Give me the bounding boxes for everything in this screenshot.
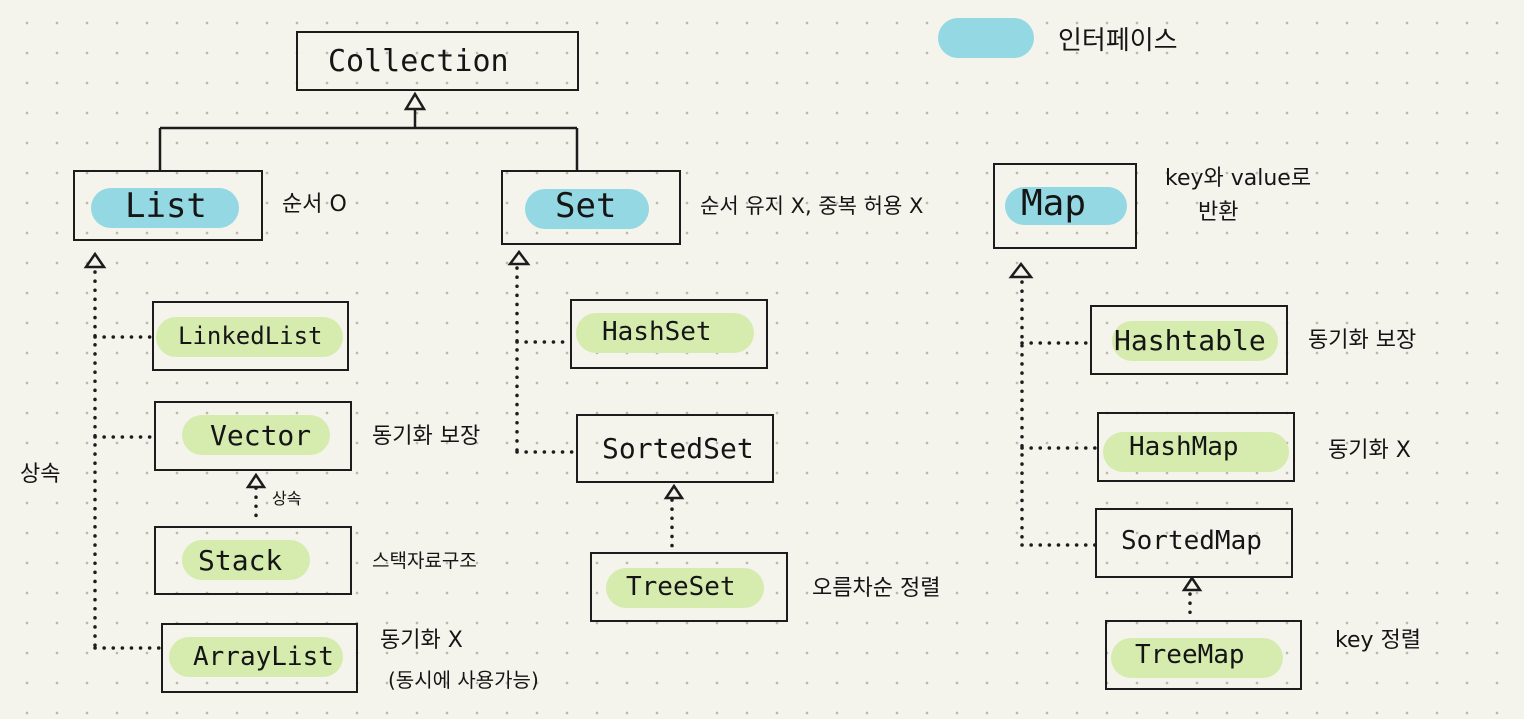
- linkedlist-highlight: [156, 317, 343, 357]
- map-label: Map: [1021, 183, 1087, 224]
- map-note-line2: 반환: [1198, 200, 1239, 225]
- vector-highlight: [182, 415, 330, 455]
- set-label: Set: [555, 186, 617, 226]
- hashset-label: HashSet: [602, 317, 712, 347]
- list-note: 순서 O: [282, 192, 347, 217]
- hashset-highlight: [576, 313, 754, 353]
- treeset-label: TreeSet: [626, 572, 736, 602]
- hashmap-label: HashMap: [1129, 432, 1239, 462]
- arraylist-note-line1: 동기화 X: [380, 628, 463, 653]
- stack-arrowhead: [245, 472, 267, 489]
- set-highlight: [525, 189, 649, 229]
- set-arrowhead: [507, 249, 531, 266]
- list-arrowhead: [83, 251, 107, 269]
- arraylist-node: ArrayList: [161, 623, 358, 693]
- legend-swatch: [938, 18, 1034, 58]
- stack-inherit-note: 상속: [272, 489, 302, 508]
- treemap-label: TreeMap: [1135, 640, 1245, 670]
- treemap-highlight: [1111, 638, 1283, 678]
- hashmap-highlight: [1103, 432, 1289, 472]
- stack-highlight: [182, 540, 310, 580]
- hashtable-label: Hashtable: [1114, 324, 1266, 357]
- map-note-line1: key와 value로: [1165, 166, 1312, 191]
- treemap-node: TreeMap: [1105, 620, 1302, 690]
- collection-node: Collection: [296, 31, 579, 91]
- treeset-arrowhead: [663, 483, 685, 500]
- sortedset-node: SortedSet: [576, 414, 774, 483]
- treemap-note: key 정렬: [1335, 628, 1421, 653]
- treeset-node: TreeSet: [590, 552, 788, 622]
- map-arrowhead: [1008, 261, 1034, 279]
- stack-node: Stack: [154, 526, 352, 595]
- list-highlight: [91, 188, 239, 228]
- map-highlight: [1005, 187, 1127, 225]
- treemap-arrowhead: [1181, 575, 1203, 592]
- treeset-note: 오름차순 정렬: [812, 576, 941, 601]
- linkedlist-label: LinkedList: [178, 322, 323, 350]
- legend-label: 인터페이스: [1058, 26, 1178, 56]
- vector-note: 동기화 보장: [372, 424, 481, 449]
- linkedlist-node: LinkedList: [152, 301, 349, 371]
- map-node: Map: [993, 163, 1137, 249]
- set-node: Set: [501, 170, 681, 245]
- arraylist-highlight: [169, 637, 343, 677]
- collection-label: Collection: [328, 44, 509, 79]
- arraylist-note-line2: (동시에 사용가능): [388, 668, 539, 692]
- collection-arrowhead: [403, 91, 427, 111]
- treeset-highlight: [606, 568, 764, 608]
- sortedset-label: SortedSet: [602, 432, 754, 465]
- arraylist-label: ArrayList: [193, 642, 334, 672]
- set-note: 순서 유지 X, 중복 허용 X: [700, 194, 924, 218]
- list-inherit-note: 상속: [20, 462, 61, 487]
- vector-node: Vector: [154, 401, 352, 471]
- vector-label: Vector: [210, 419, 312, 452]
- hashtable-node: Hashtable: [1090, 305, 1288, 375]
- list-node: List: [73, 170, 263, 241]
- sortedmap-node: SortedMap: [1095, 508, 1293, 578]
- hashset-node: HashSet: [570, 299, 768, 369]
- hashtable-highlight: [1112, 321, 1278, 361]
- hashmap-note: 동기화 X: [1328, 438, 1411, 463]
- stack-label: Stack: [198, 544, 283, 577]
- sortedmap-label: SortedMap: [1121, 526, 1262, 556]
- hashtable-note: 동기화 보장: [1308, 328, 1417, 353]
- list-label: List: [125, 186, 207, 226]
- hashmap-node: HashMap: [1097, 412, 1295, 482]
- stack-note: 스택자료구조: [372, 550, 477, 572]
